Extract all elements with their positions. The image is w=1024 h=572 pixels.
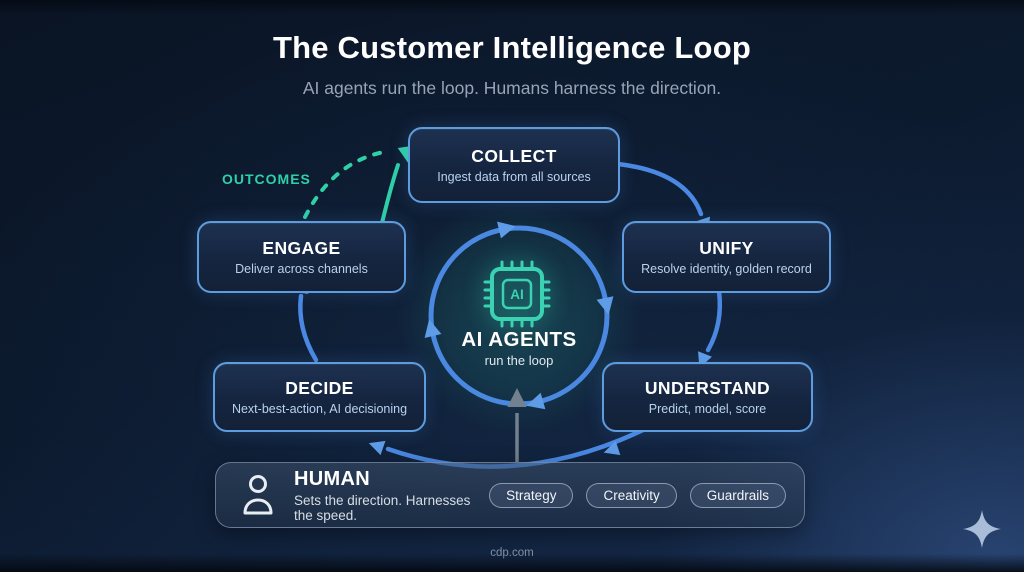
human-description: Sets the direction. Harnesses the speed.: [294, 492, 471, 523]
page-title: The Customer Intelligence Loop: [273, 30, 751, 65]
node-decide: DECIDE Next-best-action, AI decisioning: [213, 362, 426, 432]
arrow-engage-to-collect-dashed: [303, 150, 386, 219]
arrow-unify-to-understand: [705, 288, 723, 353]
node-decide-label: DECIDE: [285, 378, 354, 398]
sparkle-icon: [962, 509, 1002, 549]
node-unify-label: UNIFY: [699, 238, 754, 258]
ai-chip-icon: AI: [477, 259, 557, 329]
outcomes-label: OUTCOMES: [222, 171, 311, 187]
arrowhead-understand-to-decide: [366, 436, 386, 456]
arrow-decide-to-engage: [298, 293, 319, 363]
badge-guardrails: Guardrails: [689, 482, 786, 508]
center-sublabel: run the loop: [484, 353, 554, 368]
node-understand-description: Predict, model, score: [648, 402, 767, 416]
node-unify-description: Resolve identity, golden record: [641, 262, 812, 276]
arrow-engage-to-collect-solid: [380, 163, 400, 225]
badge-strategy: Strategy: [489, 482, 574, 508]
footer-site-text: cdp.com: [490, 547, 534, 559]
node-collect-description: Ingest data from all sources: [437, 170, 591, 184]
human-bar: HUMAN Sets the direction. Harnesses the …: [215, 462, 805, 528]
node-engage: ENGAGE Deliver across channels: [197, 221, 406, 293]
center-label: AI AGENTS: [461, 328, 577, 351]
arrowhead-human-to-center: [507, 388, 527, 407]
human-label: HUMAN: [294, 467, 370, 490]
node-engage-label: ENGAGE: [262, 238, 341, 258]
page-subtitle: AI agents run the loop. Humans harness t…: [302, 78, 722, 98]
arrow-collect-to-unify: [615, 161, 704, 217]
node-engage-description: Deliver across channels: [235, 262, 368, 276]
ai-chip-text: AI: [510, 287, 524, 302]
node-understand: UNDERSTAND Predict, model, score: [602, 362, 813, 432]
human-badges: Strategy Creativity Guardrails: [489, 482, 786, 508]
person-icon: [240, 474, 276, 516]
node-unify: UNIFY Resolve identity, golden record: [622, 221, 831, 293]
node-understand-label: UNDERSTAND: [644, 378, 771, 398]
node-collect-label: COLLECT: [471, 146, 557, 166]
human-texts: HUMAN Sets the direction. Harnesses the …: [294, 468, 489, 523]
badge-creativity: Creativity: [586, 482, 677, 508]
node-collect: COLLECT Ingest data from all sources: [408, 127, 620, 203]
node-decide-description: Next-best-action, AI decisioning: [231, 402, 408, 416]
